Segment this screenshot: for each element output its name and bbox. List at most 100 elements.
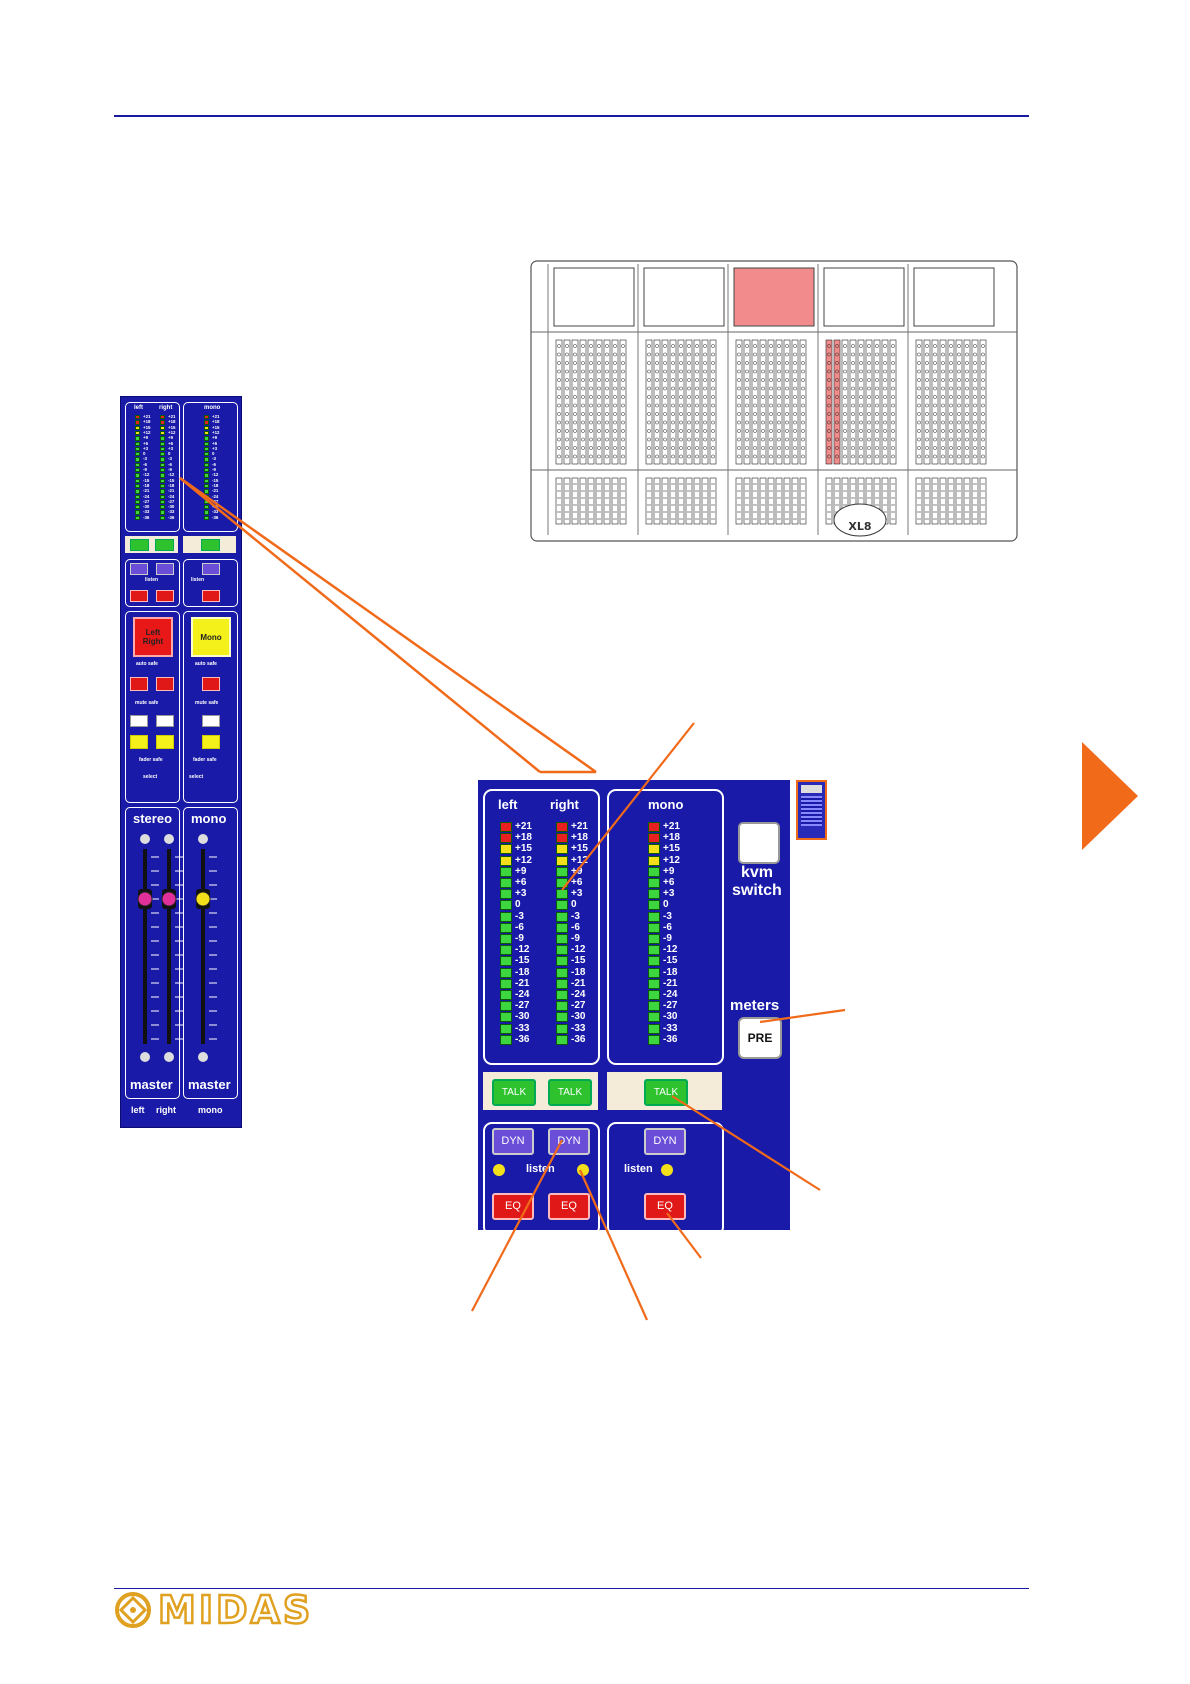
- small-mute-left[interactable]: [130, 677, 148, 691]
- meter-scale-label: -27: [168, 498, 175, 504]
- small-eq-right[interactable]: [156, 590, 174, 602]
- meter-segment: [556, 1034, 568, 1045]
- small-solo-left[interactable]: [130, 735, 148, 749]
- meter-segment: [500, 855, 512, 866]
- meter-scale-label: -6: [168, 461, 172, 467]
- small-mute-right[interactable]: [156, 677, 174, 691]
- meter-scale-label: -6: [663, 921, 672, 933]
- meter-scale-label: -18: [515, 966, 530, 978]
- fader-cap[interactable]: [161, 891, 177, 907]
- overview-logo-plate: [833, 503, 887, 537]
- meter-scale-label: +3: [212, 445, 218, 451]
- fader-cap[interactable]: [195, 891, 211, 907]
- zoom-dyn-mono-label: DYN: [653, 1135, 677, 1147]
- small-solo-right[interactable]: [156, 735, 174, 749]
- meter-scale-label: +12: [663, 854, 680, 866]
- meter-scale-label: -6: [212, 461, 216, 467]
- meter-segment: [648, 1023, 660, 1034]
- small-master-label-m: master: [188, 1077, 231, 1092]
- overview-strip: [881, 339, 889, 465]
- zoom-talk-left[interactable]: TALK: [492, 1079, 536, 1106]
- fader-top-button[interactable]: [198, 834, 208, 844]
- meter-segment: [556, 1001, 568, 1012]
- meter-scale-label: -12: [143, 472, 150, 478]
- header-rule: [114, 115, 1029, 117]
- zoom-dyn-mono[interactable]: DYN: [644, 1128, 686, 1155]
- meter-scale-label: -15: [571, 955, 586, 967]
- listen-led-right[interactable]: [577, 1164, 589, 1176]
- kvm-switch-button[interactable]: [738, 822, 780, 864]
- small-right-label: right: [159, 405, 173, 411]
- zoom-eq-right-label: EQ: [561, 1200, 577, 1212]
- small-stereo-title: stereo: [133, 811, 173, 826]
- small-dyn-mono[interactable]: [202, 563, 220, 575]
- overview-strip: [857, 339, 865, 465]
- meter-segment: [160, 425, 165, 430]
- overview-fader-slot: [653, 477, 661, 525]
- left-right-button[interactable]: Left Right: [133, 617, 173, 657]
- listen-led-mono[interactable]: [661, 1164, 673, 1176]
- small-talk-mono[interactable]: [201, 539, 220, 551]
- fader-bottom-button[interactable]: [140, 1052, 150, 1062]
- small-solo-white-mono[interactable]: [202, 715, 220, 727]
- meter-scale-label: +12: [212, 429, 220, 435]
- meter-scale-label: +3: [571, 888, 583, 900]
- meter-segment: [160, 420, 165, 425]
- fader-top-button[interactable]: [164, 834, 174, 844]
- small-dyn-left[interactable]: [130, 563, 148, 575]
- meter-scale-label: -27: [663, 1000, 678, 1012]
- small-dyn-right[interactable]: [156, 563, 174, 575]
- fader-bottom-button[interactable]: [198, 1052, 208, 1062]
- mono-button[interactable]: Mono: [191, 617, 231, 657]
- small-eq-mono[interactable]: [202, 590, 220, 602]
- meter-segment: [160, 415, 165, 420]
- overview-strip: [775, 339, 783, 465]
- meter-scale-label: +3: [168, 445, 174, 451]
- zoom-dyn-left[interactable]: DYN: [492, 1128, 534, 1155]
- fader-bottom-button[interactable]: [164, 1052, 174, 1062]
- small-talk-left[interactable]: [130, 539, 149, 551]
- overview-strip: [743, 339, 751, 465]
- meter-segment: [135, 425, 140, 430]
- overview-strip: [653, 339, 661, 465]
- small-eq-left[interactable]: [130, 590, 148, 602]
- listen-led-left[interactable]: [493, 1164, 505, 1176]
- overview-fader-slot: [931, 477, 939, 525]
- overview-fader-slot: [611, 477, 619, 525]
- pre-button[interactable]: PRE: [738, 1017, 782, 1059]
- fader-track: [201, 849, 205, 1044]
- fader-top-button[interactable]: [140, 834, 150, 844]
- meter-scale-label: +12: [168, 429, 176, 435]
- overview-fader-slot: [603, 477, 611, 525]
- small-mute-mono[interactable]: [202, 677, 220, 691]
- zoom-dyn-right[interactable]: DYN: [548, 1128, 590, 1155]
- meter-segment: [160, 505, 165, 510]
- meter-segment: [135, 473, 140, 478]
- zoom-dyn-right-label: DYN: [557, 1135, 581, 1147]
- meter-scale-label: -9: [515, 933, 524, 944]
- overview-screen: [733, 267, 815, 327]
- meter-segment: [500, 967, 512, 978]
- zoom-eq-mono[interactable]: EQ: [644, 1193, 686, 1220]
- meter-segment: [500, 978, 512, 989]
- overview-fader-slot: [701, 477, 709, 525]
- small-solo-white-left[interactable]: [130, 715, 148, 727]
- zoom-right-label: right: [550, 797, 579, 812]
- next-page-arrow-icon[interactable]: [1080, 740, 1140, 852]
- overview-fader-slot: [759, 477, 767, 525]
- small-mute-safe-m: mute safe: [195, 700, 219, 706]
- fader-cap[interactable]: [137, 891, 153, 907]
- meter-scale-label: -33: [571, 1022, 586, 1034]
- zoom-talk-right[interactable]: TALK: [548, 1079, 592, 1106]
- small-talk-right[interactable]: [155, 539, 174, 551]
- meter-scale-label: -30: [168, 504, 175, 510]
- meter-scale-label: +12: [515, 854, 532, 866]
- meter-segment: [648, 922, 660, 933]
- meter-scale-label: -21: [515, 977, 530, 989]
- small-solo-mono[interactable]: [202, 735, 220, 749]
- small-solo-white-right[interactable]: [156, 715, 174, 727]
- meter-segment: [556, 900, 568, 911]
- overview-fader-slot: [751, 477, 759, 525]
- zoom-eq-right[interactable]: EQ: [548, 1193, 590, 1220]
